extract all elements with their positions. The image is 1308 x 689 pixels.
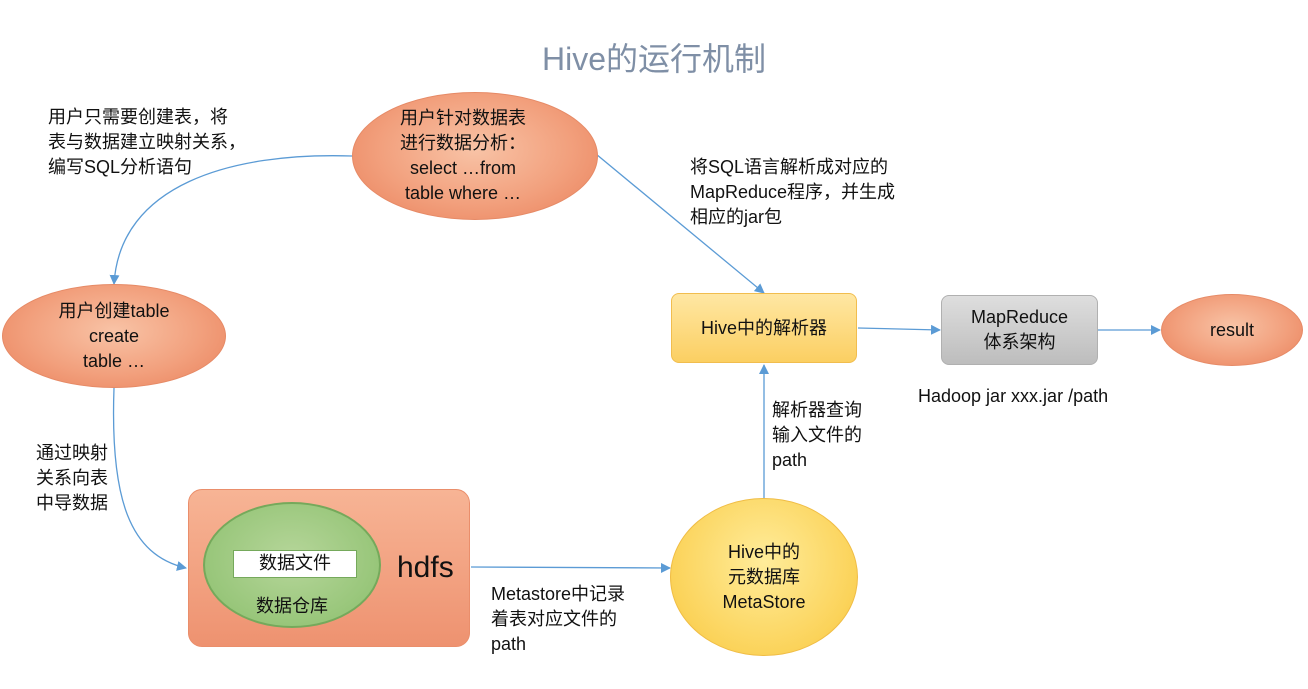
analysis-node: 用户针对数据表 进行数据分析： select …from table where…: [352, 92, 598, 220]
hadoop-command-note: Hadoop jar xxx.jar /path: [918, 386, 1109, 406]
page-title: Hive的运行机制: [541, 41, 767, 77]
hdfs-label: hdfs: [397, 551, 454, 584]
query-path-hint-note: 解析器查询 输入文件的 path: [772, 400, 862, 470]
arrow-hdfs-to-metastore: [470, 562, 671, 573]
data-warehouse-label: 数据仓库: [256, 596, 328, 616]
arrow-analysis-to-parser: [595, 153, 765, 294]
create-hint-note: 用户只需要创建表，将 表与数据建立映射关系， 编写SQL分析语句: [48, 107, 246, 177]
metastore-hint-note: Metastore中记录 着表对应文件的 path: [491, 584, 626, 654]
mapping-hint-note: 通过映射 关系向表 中导数据: [36, 443, 108, 513]
arrow-analysis-to-create: [109, 155, 353, 285]
create-table-node: 用户创建table create table …: [2, 284, 226, 388]
arrow-create-to-hdfs: [112, 387, 187, 571]
metastore-node: Hive中的 元数据库 MetaStore: [670, 498, 858, 656]
data-file-box: 数据文件: [233, 550, 357, 578]
arrow-parser-to-mapreduce: [857, 324, 941, 335]
result-node: result: [1161, 294, 1303, 366]
parser-node: Hive中的解析器: [671, 293, 857, 363]
parse-hint-note: 将SQL语言解析成对应的 MapReduce程序，并生成 相应的jar包: [690, 157, 896, 227]
mapreduce-node: MapReduce 体系架构: [941, 295, 1098, 365]
